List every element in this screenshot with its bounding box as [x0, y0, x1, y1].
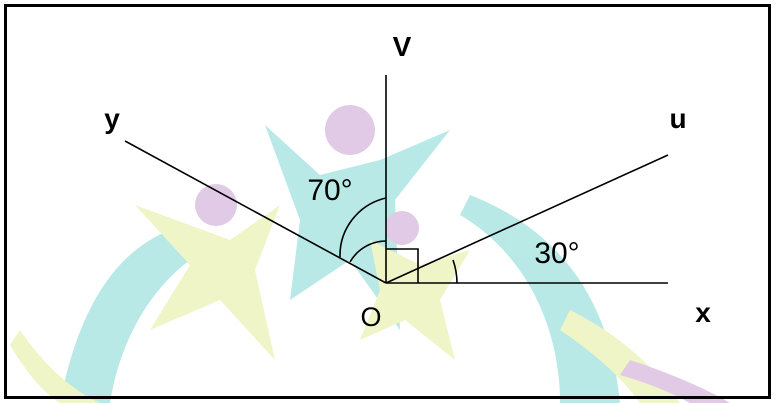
- frame-border: [4, 4, 771, 399]
- angle-arc-30: [452, 259, 458, 284]
- watermark-logo: [10, 105, 730, 403]
- x-axis-label: x: [695, 297, 711, 328]
- watermark-dot-1: [325, 105, 375, 155]
- angle-label-30: 30°: [534, 237, 579, 270]
- angle-arc-70-inner: [349, 240, 387, 263]
- watermark-arc-cyan-left: [60, 230, 190, 403]
- y-axis-label: y: [104, 103, 120, 134]
- angle-arc-70-outer: [339, 197, 387, 258]
- angle-label-70: 70°: [307, 174, 352, 207]
- watermark-arc-purple: [620, 360, 730, 403]
- watermark-arc-cyan-right: [460, 195, 620, 403]
- watermark-star-lime-2: [360, 240, 470, 360]
- right-angle-marker: [386, 248, 419, 283]
- v-axis-label: V: [393, 31, 412, 62]
- y-axis-line: [124, 140, 387, 284]
- watermark-star-cyan: [265, 125, 450, 330]
- watermark-arc-lime-bottom: [10, 330, 100, 403]
- watermark-dot-3: [385, 211, 419, 245]
- axes: [124, 75, 669, 284]
- watermark-dot-2: [195, 184, 237, 226]
- origin-label: O: [360, 302, 381, 332]
- u-axis-line: [385, 154, 669, 284]
- watermark-star-lime: [135, 205, 280, 360]
- u-axis-label: u: [669, 103, 686, 134]
